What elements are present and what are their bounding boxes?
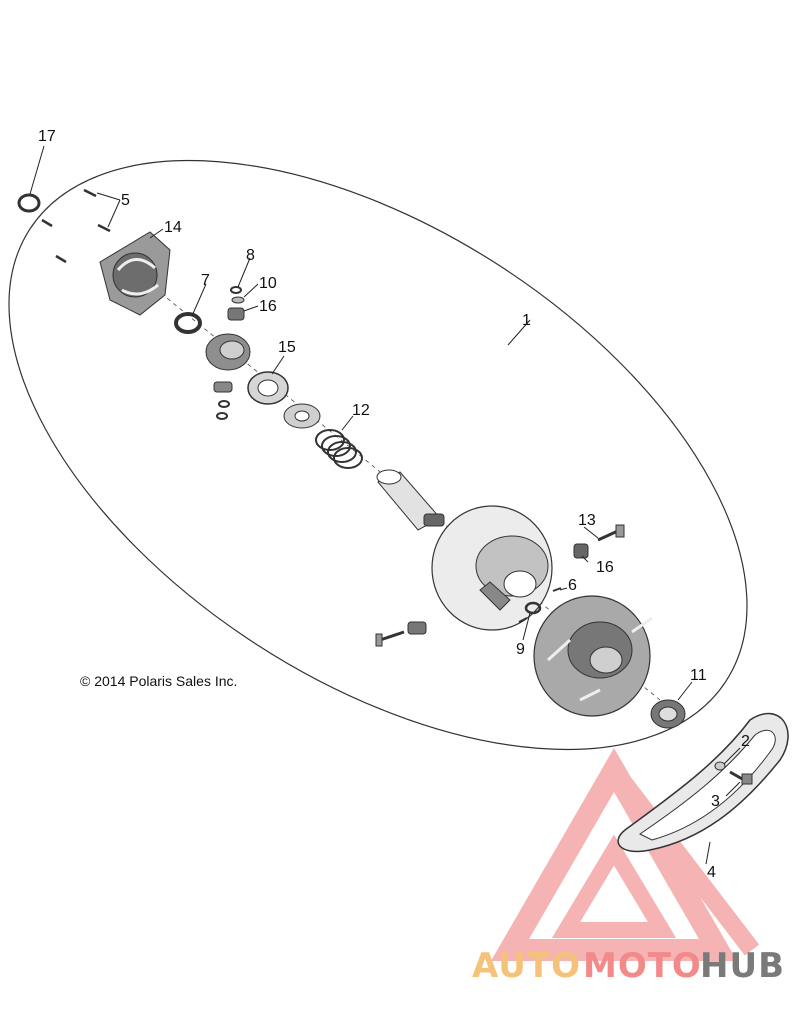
callout-10: 10 [259,275,277,292]
washer-plate-part [283,403,321,429]
callout-15: 15 [278,339,296,356]
bearing-part [650,699,686,729]
callout-2: 2 [741,733,750,750]
callout-14: 14 [164,219,182,236]
leader-lines [29,145,741,865]
callout-6: 6 [568,577,577,594]
o-ring-part [17,193,41,213]
callout-7: 7 [201,272,210,289]
lower-bolt-part [375,621,427,647]
kit-outline [8,159,748,751]
spring-part [315,429,363,469]
callout-8: 8 [246,247,255,264]
snap-ring-part [174,312,202,334]
callout-4: 4 [707,864,716,881]
cam-plate-part [247,371,289,405]
fixed-sheave-part [533,595,653,717]
pin-washer-bushing-parts [227,286,245,321]
callout-3: 3 [711,793,720,810]
callout-16-lower: 16 [596,559,614,576]
callout-1: 1 [522,312,531,329]
callout-13: 13 [578,512,596,529]
moveable-sheave-part [431,505,553,631]
screw-parts [41,188,111,264]
bolt-bushing-parts [573,524,625,559]
callout-17: 17 [38,128,56,145]
drive-belt-part [617,712,789,853]
screw-ring-parts [518,587,562,623]
callout-11: 11 [690,667,707,684]
callout-5: 5 [121,192,130,209]
shaft-part [376,469,445,531]
spider-part [205,333,251,420]
callout-16-upper: 16 [259,298,277,315]
watermark-text: AUTO MOTO HUB [472,946,785,986]
callout-12: 12 [352,402,370,419]
watermark-hub: HUB [700,946,785,986]
watermark-logo [490,748,760,961]
watermark-moto: MOTO [583,946,702,986]
washer-bolt-parts [714,761,753,785]
copyright-text: © 2014 Polaris Sales Inc. [80,673,237,689]
callout-9: 9 [516,641,525,658]
cover-part [99,231,171,316]
watermark-auto: AUTO [472,946,581,986]
